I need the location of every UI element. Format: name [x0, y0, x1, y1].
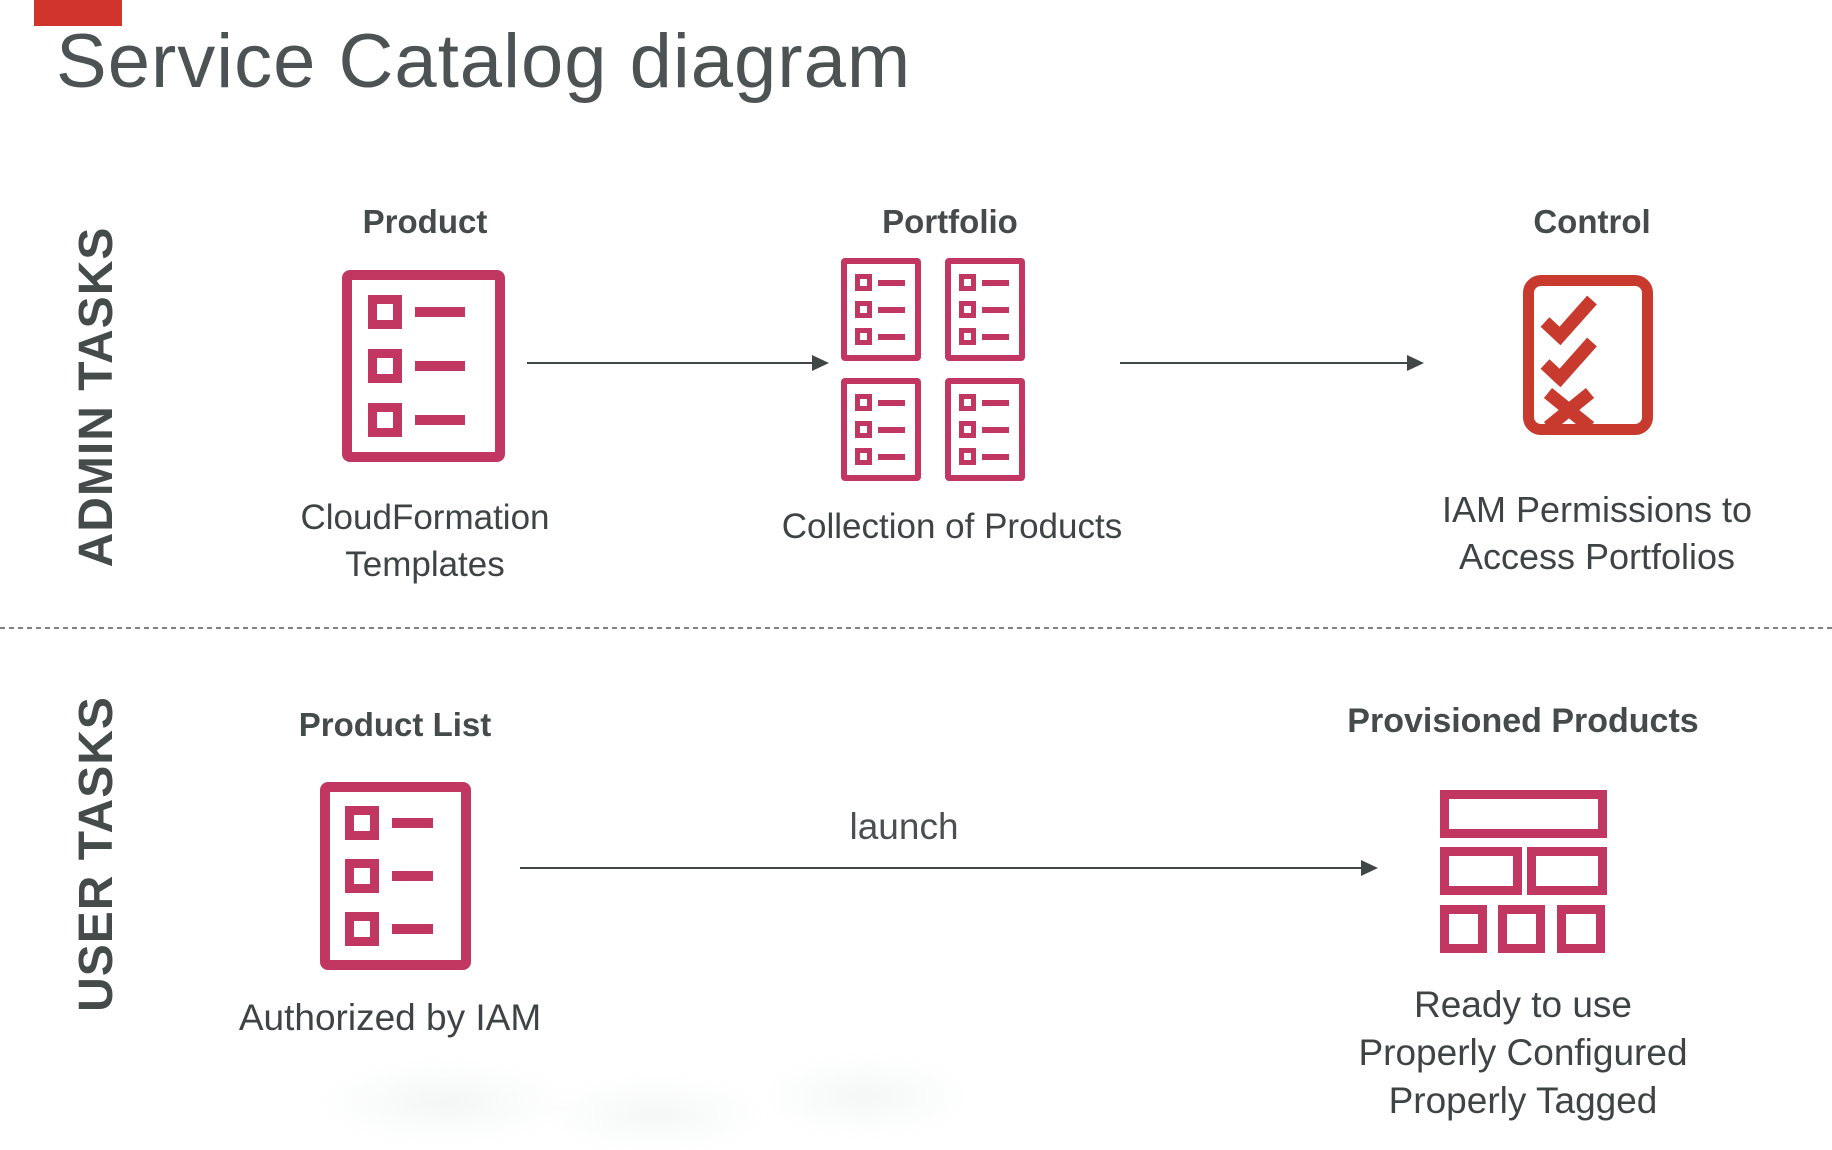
admin-tasks-label: ADMIN TASKS [70, 226, 123, 568]
line-glyph [878, 279, 905, 286]
caption-line: CloudFormation [300, 498, 550, 537]
brick-glyph [1440, 790, 1607, 838]
caption-line: Properly Configured [1358, 1032, 1688, 1073]
brick-glyph [1498, 905, 1545, 953]
line-glyph [982, 453, 1009, 460]
product-caption: CloudFormation Templates [195, 494, 655, 588]
line-glyph [878, 333, 905, 340]
checkbox-glyph [345, 806, 379, 840]
launch-arrow-label: launch [849, 806, 959, 847]
arrowhead-icon [1407, 355, 1424, 371]
product-list-heading: Product List [298, 706, 492, 743]
line-glyph [982, 333, 1009, 340]
portfolio-icon-grid [841, 258, 1025, 481]
caption-line: Ready to use [1413, 984, 1633, 1025]
line-glyph [392, 818, 433, 828]
provisioned-products-icon [1440, 790, 1607, 953]
product-icon [342, 270, 505, 462]
line-glyph [878, 453, 905, 460]
line-glyph [392, 871, 433, 881]
brick-glyph [1527, 847, 1607, 895]
product-list-icon [320, 782, 471, 970]
checkbox-glyph [959, 421, 976, 438]
line-glyph [982, 426, 1009, 433]
caption-line: Access Portfolios [1458, 536, 1736, 577]
list-row [345, 806, 433, 840]
arrowhead-icon [1361, 860, 1378, 876]
checkbox-glyph [855, 394, 872, 411]
arrow-product-to-portfolio [527, 362, 813, 364]
line-glyph [415, 307, 465, 317]
control-caption: IAM Permissions to Access Portfolios [1367, 486, 1827, 580]
page-title: Service Catalog diagram [56, 19, 912, 104]
line-glyph [415, 361, 465, 371]
portfolio-product-icon [945, 378, 1025, 481]
checkbox-glyph [959, 301, 976, 318]
arrowhead-icon [812, 355, 829, 371]
portfolio-product-icon [841, 258, 921, 361]
check-x-glyphs [1540, 295, 1597, 431]
corner-red-marker [34, 0, 122, 26]
checkbox-glyph [345, 859, 379, 893]
checkbox-glyph [855, 328, 872, 345]
line-glyph [392, 924, 433, 934]
portfolio-caption: Collection of Products [722, 503, 1182, 550]
list-row [345, 912, 433, 946]
checkbox-glyph [855, 448, 872, 465]
line-glyph [982, 279, 1009, 286]
checkbox-glyph [959, 274, 976, 291]
line-glyph [982, 306, 1009, 313]
checkbox-glyph [855, 301, 872, 318]
checkbox-glyph [368, 295, 402, 329]
watermark-smudge [270, 1030, 970, 1150]
list-row [345, 859, 433, 893]
product-heading: Product [362, 203, 488, 240]
portfolio-product-icon [945, 258, 1025, 361]
checkbox-glyph [345, 912, 379, 946]
checklist-icon [1523, 275, 1653, 435]
caption-line: IAM Permissions to [1441, 489, 1753, 530]
provisioned-products-caption: Ready to use Properly Configured Properl… [1293, 981, 1753, 1125]
caption-line: Properly Tagged [1388, 1080, 1658, 1121]
list-row [368, 349, 465, 383]
checkbox-glyph [959, 328, 976, 345]
control-heading: Control [1533, 203, 1651, 240]
caption-line: Templates [345, 545, 505, 584]
checkbox-glyph [855, 421, 872, 438]
line-glyph [878, 399, 905, 406]
checkbox-glyph [368, 349, 402, 383]
arrow-launch [520, 867, 1362, 869]
arrow-portfolio-to-control [1120, 362, 1408, 364]
checkbox-glyph [959, 394, 976, 411]
list-row [368, 295, 465, 329]
line-glyph [982, 399, 1009, 406]
provisioned-products-heading: Provisioned Products [1347, 702, 1699, 740]
portfolio-product-icon [841, 378, 921, 481]
line-glyph [878, 426, 905, 433]
checkbox-glyph [959, 448, 976, 465]
caption-line: Collection of Products [781, 507, 1123, 546]
checkbox-glyph [368, 403, 402, 437]
portfolio-heading: Portfolio [882, 203, 1018, 240]
dashed-divider [0, 627, 1832, 629]
line-glyph [415, 415, 465, 425]
brick-glyph [1557, 905, 1605, 953]
list-row [368, 403, 465, 437]
brick-glyph [1440, 847, 1522, 895]
user-tasks-label: USER TASKS [70, 696, 123, 1012]
checkbox-glyph [855, 274, 872, 291]
brick-glyph [1440, 905, 1487, 953]
product-list-caption: Authorized by IAM [160, 994, 620, 1041]
line-glyph [878, 306, 905, 313]
caption-line: Authorized by IAM [238, 997, 542, 1038]
